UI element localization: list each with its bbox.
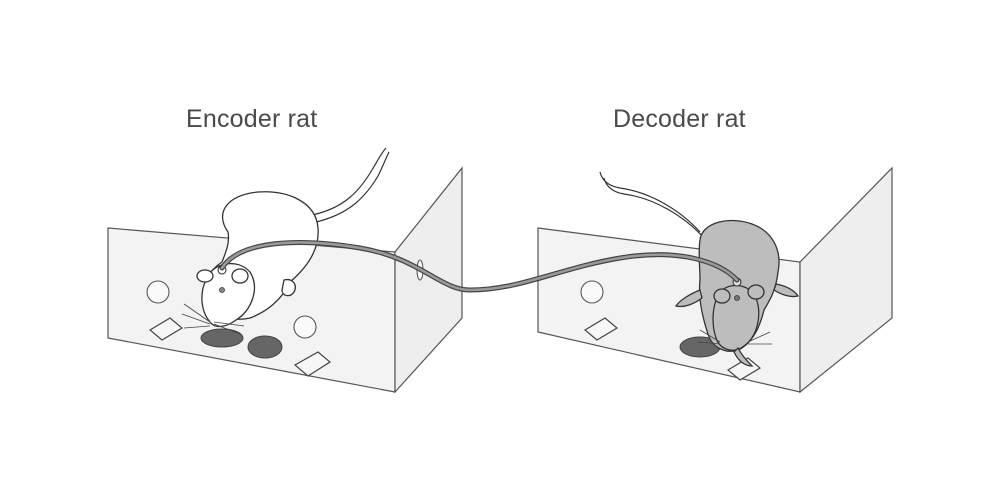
encoder-implant-base (219, 287, 225, 293)
decoder-rat-paw-right (773, 283, 800, 298)
encoder-right-lever (293, 351, 332, 377)
decoder-implant-base (734, 295, 740, 301)
decoder-rat-whiskers (697, 329, 772, 345)
encoder-reward-spot-right (247, 335, 283, 359)
encoder-reward-spot-left (200, 328, 244, 348)
encoder-left-nose-port (146, 280, 170, 304)
encoder-rat-ear-right (231, 268, 249, 284)
encoder-rat-tail (311, 147, 387, 216)
decoder-rat-ear-left (713, 288, 731, 304)
decoder-left-nose-port (580, 280, 604, 304)
encoder-rat-paw (281, 278, 296, 297)
encoder-right-nose-port (293, 315, 317, 339)
decoder-rat-tail (599, 171, 701, 233)
encoder-rat-whiskers (181, 303, 245, 335)
decoder-rat-foot (733, 346, 754, 367)
decoder-rat-ear-right (747, 284, 765, 300)
decoder-rat (599, 171, 800, 367)
encoder-rat (181, 147, 390, 335)
encoder-side-wall (394, 166, 463, 394)
decoder-rat-paw-left (674, 289, 703, 308)
connecting-cable (219, 240, 740, 293)
decoder-rat-label: Decoder rat (613, 105, 746, 133)
encoder-rat-ear-left (196, 269, 214, 283)
decoder-side-wall (799, 166, 893, 394)
encoder-rat-label: Encoder rat (186, 105, 318, 133)
encoder-left-lever (148, 317, 184, 341)
decoder-left-lever (583, 317, 619, 341)
